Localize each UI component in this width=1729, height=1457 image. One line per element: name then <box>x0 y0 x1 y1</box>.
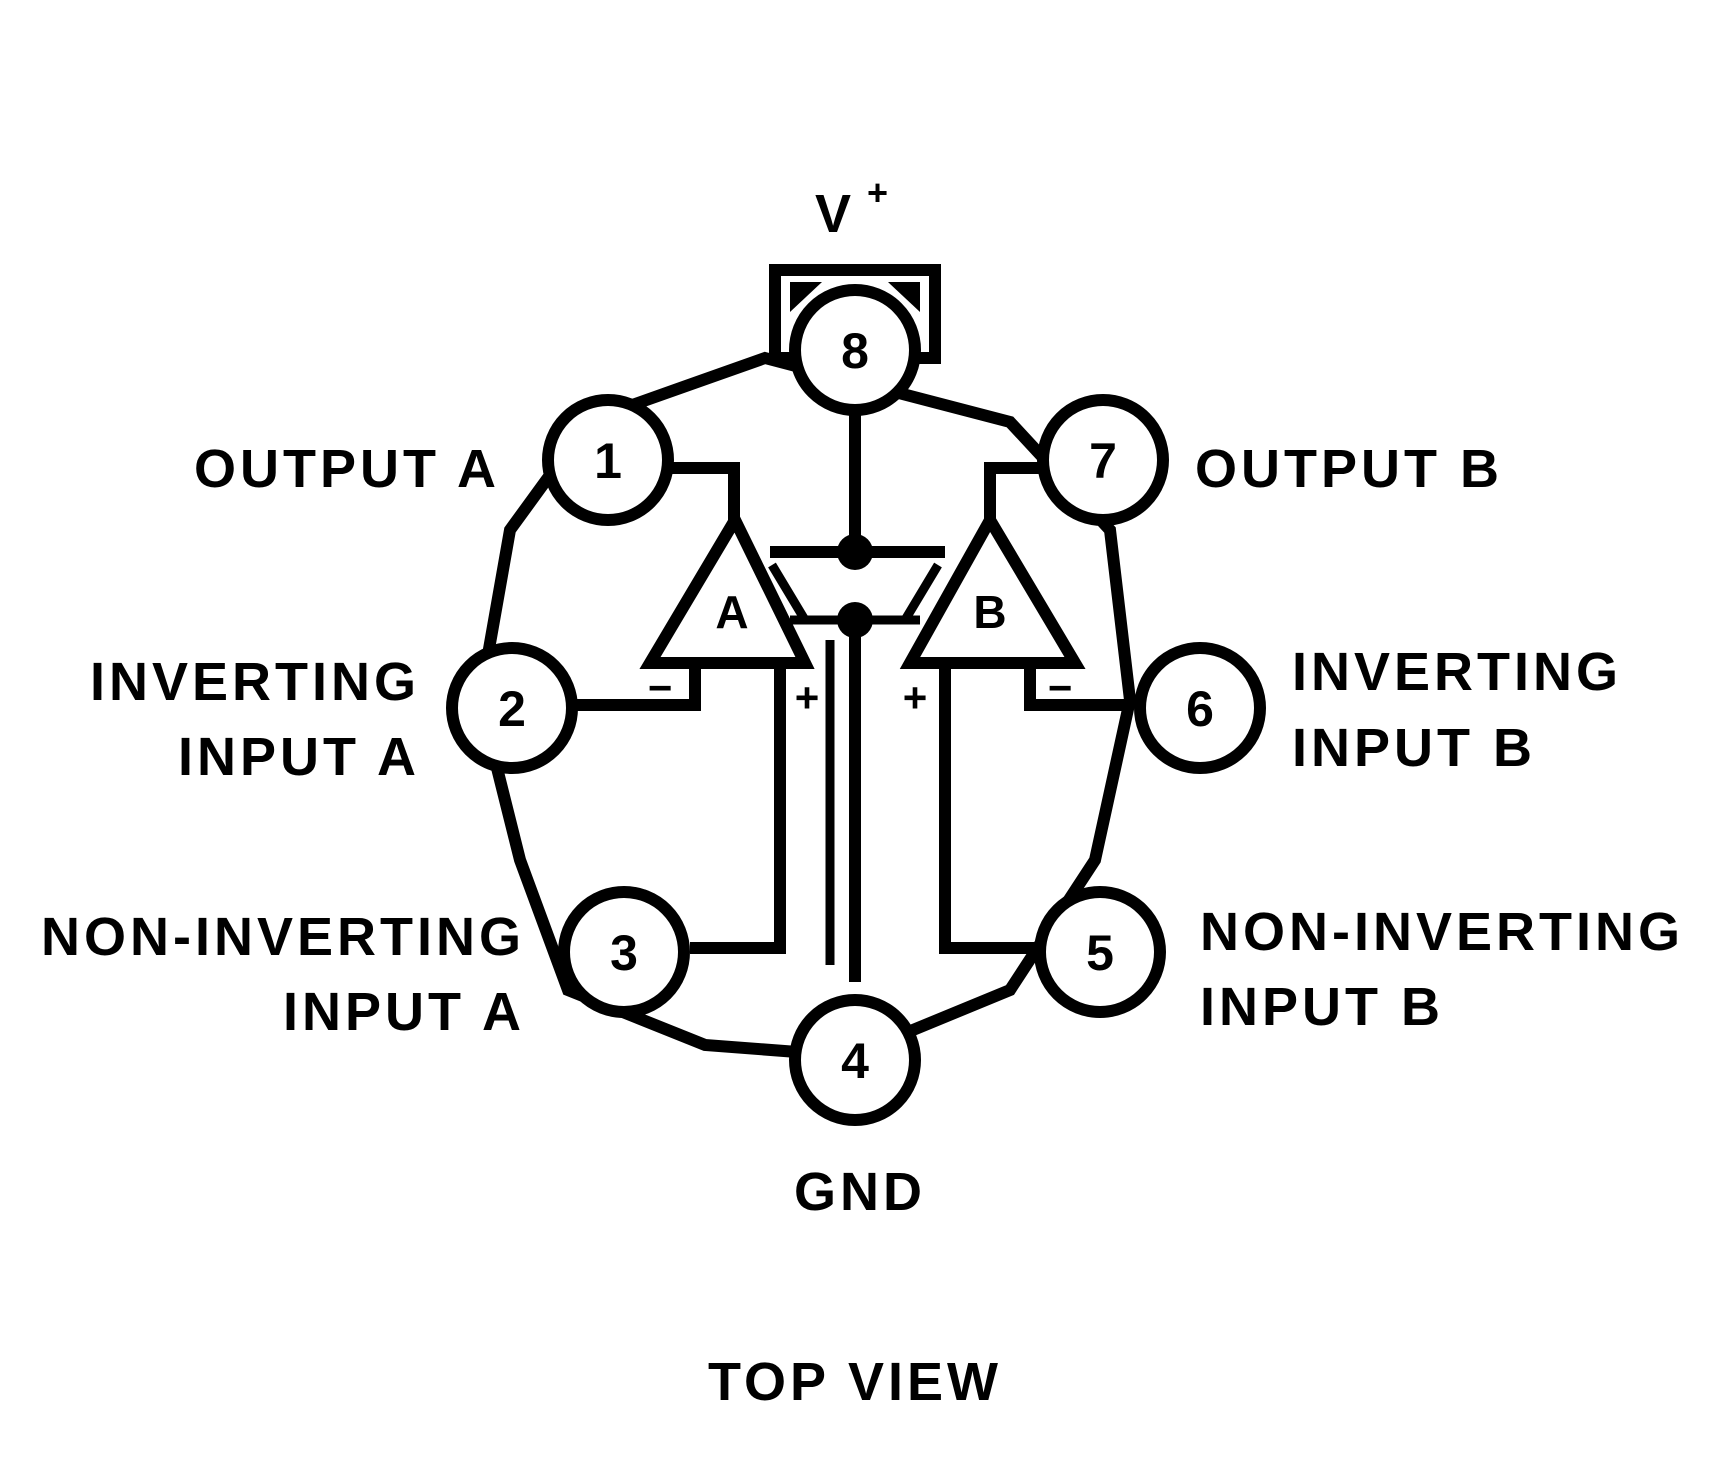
pin-5-number: 5 <box>1086 925 1114 981</box>
supply-label: V + <box>815 172 892 244</box>
pin-2-label-line2: INPUT A <box>178 727 420 787</box>
pin-7-number: 7 <box>1089 433 1117 489</box>
pin-8-number: 8 <box>841 323 869 379</box>
pin-6-label-line1: INVERTING <box>1292 642 1622 702</box>
package-outline <box>473 351 1137 1063</box>
pin-5-label-line1: NON-INVERTING <box>1200 902 1684 962</box>
amplifier-a: A − + <box>639 507 820 721</box>
pin-5: 5 <box>1034 886 1166 1018</box>
pin-5-label-line2: INPUT B <box>1200 977 1444 1037</box>
pin-2-number: 2 <box>498 681 526 737</box>
amplifier-a-minus-sign: − <box>648 664 673 711</box>
pin-4: 4 <box>789 994 921 1126</box>
pin-1-label: OUTPUT A <box>194 439 500 499</box>
pin-7: 7 <box>1037 394 1169 526</box>
pin-6-number: 6 <box>1186 681 1214 737</box>
amplifier-a-label: A <box>715 586 748 638</box>
vplus-junction-dot <box>837 534 873 570</box>
pin-1: 1 <box>542 394 674 526</box>
pin-4-number: 4 <box>841 1033 869 1089</box>
pin-2: 2 <box>446 642 578 774</box>
gnd-junction-dot <box>837 602 873 638</box>
pin-7-label: OUTPUT B <box>1195 439 1503 499</box>
internal-wiring <box>572 410 1128 982</box>
supply-label-v: V <box>815 184 855 244</box>
amplifier-b: B − + <box>899 507 1086 721</box>
pin-8: 8 <box>789 284 921 416</box>
pin-1-number: 1 <box>594 433 622 489</box>
pin-6: 6 <box>1134 642 1266 774</box>
amplifier-b-plus-sign: + <box>903 674 928 721</box>
pin-2-label-line1: INVERTING <box>90 652 420 712</box>
pin-3: 3 <box>558 886 690 1018</box>
pin-3-number: 3 <box>610 925 638 981</box>
amplifier-a-plus-sign: + <box>795 674 820 721</box>
ground-label: GND <box>794 1162 926 1222</box>
pin-3-label-line2: INPUT A <box>283 982 525 1042</box>
amplifier-b-minus-sign: − <box>1048 664 1073 711</box>
supply-label-superscript: + <box>867 172 892 213</box>
pin-3-label-line1: NON-INVERTING <box>41 907 525 967</box>
pin-6-label-line2: INPUT B <box>1292 718 1536 778</box>
amplifier-b-label: B <box>973 586 1006 638</box>
view-label: TOP VIEW <box>708 1352 1002 1412</box>
